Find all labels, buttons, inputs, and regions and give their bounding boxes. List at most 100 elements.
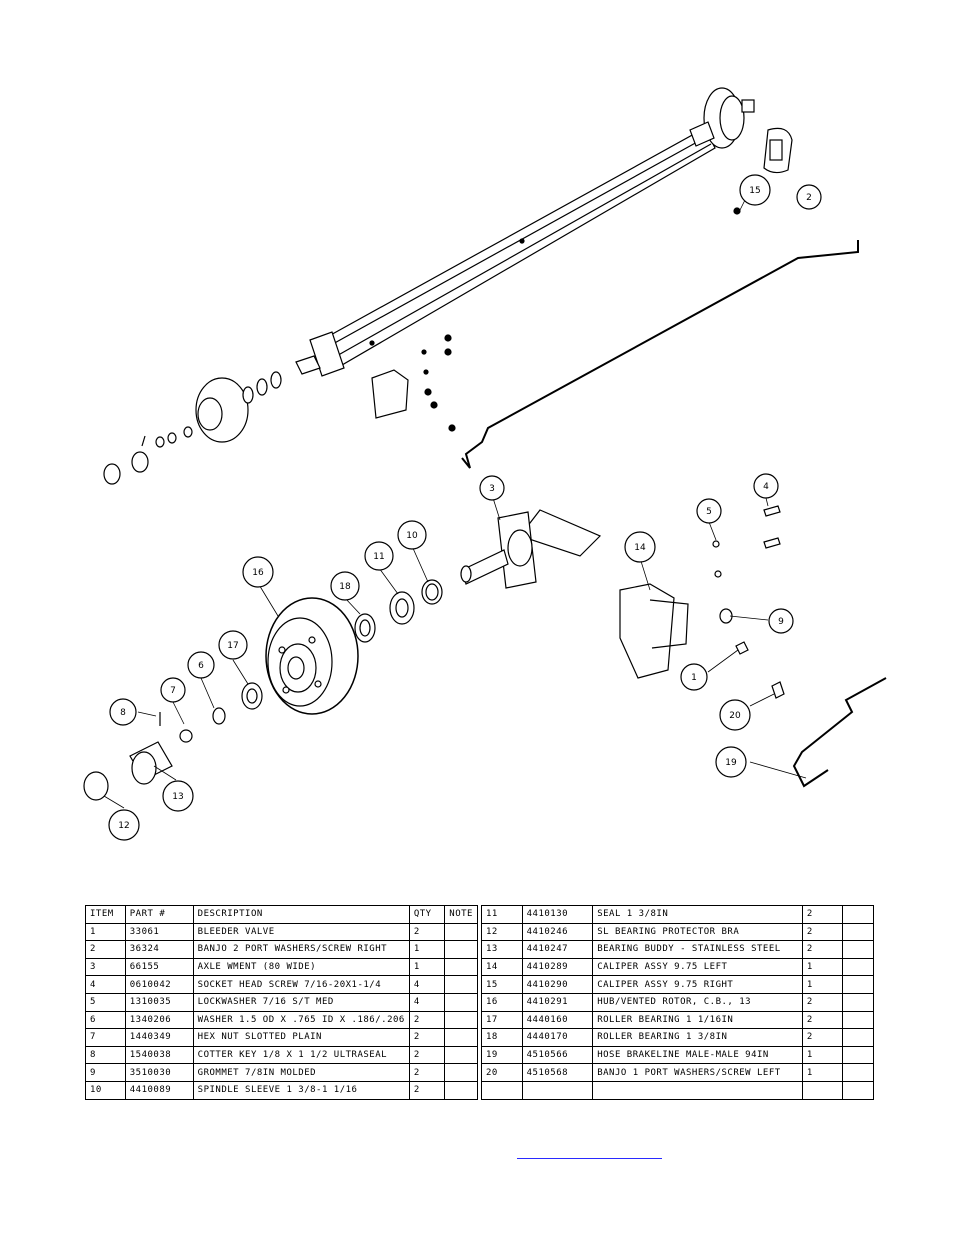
cell-note xyxy=(444,1010,478,1030)
cell-qty: 2 xyxy=(408,922,446,942)
cell-qty: 2 xyxy=(801,940,844,959)
callout-15[interactable]: 15 xyxy=(739,174,771,206)
cell-description: LOCKWASHER 7/16 S/T MED xyxy=(192,992,410,1012)
brake-line xyxy=(461,240,859,469)
svg-text:10: 10 xyxy=(406,531,418,541)
header-part: PART # xyxy=(124,905,194,924)
cell-empty xyxy=(481,1080,523,1100)
callout-19[interactable]: 19 xyxy=(715,746,747,778)
cell-note xyxy=(842,975,874,994)
cell-part: 4510566 xyxy=(521,1045,594,1065)
callout-14[interactable]: 14 xyxy=(624,531,656,563)
cell-description: BEARING BUDDY - STAINLESS STEEL xyxy=(592,940,803,959)
cell-part: 0610042 xyxy=(124,975,194,994)
cell-part: 4410089 xyxy=(124,1080,194,1100)
table-header-row: ITEM PART # DESCRIPTION QTY NOTE xyxy=(85,905,478,924)
cell-description: GROMMET 7/8IN MOLDED xyxy=(192,1063,410,1082)
callout-6[interactable]: 6 xyxy=(187,651,215,679)
caliper-right-drawing xyxy=(763,127,793,174)
bearing-buddy xyxy=(83,741,173,801)
cell-qty: 1 xyxy=(801,975,844,994)
callout-5[interactable]: 5 xyxy=(696,498,722,524)
callout-4[interactable]: 4 xyxy=(753,473,779,499)
cell-note xyxy=(444,1080,478,1100)
callout-1[interactable]: 1 xyxy=(680,663,708,691)
callout-7[interactable]: 7 xyxy=(160,677,186,703)
cell-qty: 2 xyxy=(801,1028,844,1047)
cell-item: 17 xyxy=(481,1010,523,1030)
cell-note xyxy=(842,1045,874,1065)
cell-item: 16 xyxy=(481,992,523,1012)
cell-qty: 2 xyxy=(408,1045,446,1065)
cell-description: HEX NUT SLOTTED PLAIN xyxy=(192,1028,410,1047)
cell-qty: 1 xyxy=(801,1063,844,1082)
callout-20[interactable]: 20 xyxy=(719,699,751,731)
cell-qty: 2 xyxy=(801,992,844,1012)
callout-10[interactable]: 10 xyxy=(397,520,427,550)
cell-part: 3510030 xyxy=(124,1063,194,1082)
svg-text:9: 9 xyxy=(778,617,784,627)
cell-note xyxy=(444,975,478,994)
cell-part: 1310035 xyxy=(124,992,194,1012)
cell-qty: 2 xyxy=(801,905,844,924)
cell-note xyxy=(444,1063,478,1082)
cell-note xyxy=(842,922,874,942)
callout-8[interactable]: 8 xyxy=(109,698,137,726)
cell-qty: 4 xyxy=(408,992,446,1012)
cell-part: 36324 xyxy=(124,940,194,959)
axle-end-detail xyxy=(460,509,602,589)
left-caliper-small xyxy=(371,334,456,432)
svg-text:2: 2 xyxy=(806,193,812,203)
cell-qty: 2 xyxy=(408,1063,446,1082)
cell-qty: 4 xyxy=(408,975,446,994)
cell-description: CALIPER ASSY 9.75 LEFT xyxy=(592,957,803,977)
callout-18[interactable]: 18 xyxy=(330,571,360,601)
cell-empty xyxy=(842,1080,874,1100)
cell-qty: 2 xyxy=(801,1010,844,1030)
callout-16[interactable]: 16 xyxy=(242,556,274,588)
cell-description: ROLLER BEARING 1 3/8IN xyxy=(592,1028,803,1047)
cell-empty xyxy=(801,1080,844,1100)
callout-12[interactable]: 12 xyxy=(108,809,140,841)
cell-part: 1540038 xyxy=(124,1045,194,1065)
callout-2[interactable]: 2 xyxy=(796,184,822,210)
header-qty: QTY xyxy=(408,905,446,924)
cell-qty: 2 xyxy=(801,922,844,942)
callout-17[interactable]: 17 xyxy=(218,630,248,660)
callout-3[interactable]: 3 xyxy=(479,475,505,501)
callout-9[interactable]: 9 xyxy=(768,608,794,634)
cell-description: SOCKET HEAD SCREW 7/16-20X1-1/4 xyxy=(192,975,410,994)
cell-description: CALIPER ASSY 9.75 RIGHT xyxy=(592,975,803,994)
svg-text:4: 4 xyxy=(763,482,769,492)
callout-11[interactable]: 11 xyxy=(364,541,394,571)
cell-description: SEAL 1 3/8IN xyxy=(592,905,803,924)
cell-item: 13 xyxy=(481,940,523,959)
cell-description: HOSE BRAKELINE MALE-MALE 94IN xyxy=(592,1045,803,1065)
cell-qty: 2 xyxy=(408,1010,446,1030)
hose-19 xyxy=(792,677,887,788)
cell-description: WASHER 1.5 OD X .765 ID X .186/.206 xyxy=(192,1010,410,1030)
cell-description: HUB/VENTED ROTOR, C.B., 13 xyxy=(592,992,803,1012)
cell-description: AXLE WMENT (80 WIDE) xyxy=(192,957,410,977)
cell-part: 1440349 xyxy=(124,1028,194,1047)
cell-item: 5 xyxy=(85,992,126,1012)
cell-description: BLEEDER VALVE xyxy=(192,922,410,942)
exploded-axle-diagram: 15 2 3 4 5 14 9 1 20 19 10 11 18 16 17 6… xyxy=(83,87,887,841)
cell-note xyxy=(444,940,478,959)
cell-item: 19 xyxy=(481,1045,523,1065)
callout-13[interactable]: 13 xyxy=(162,780,194,812)
cell-item: 9 xyxy=(85,1063,126,1082)
svg-text:15: 15 xyxy=(749,186,760,196)
footer-link[interactable] xyxy=(517,1150,662,1159)
